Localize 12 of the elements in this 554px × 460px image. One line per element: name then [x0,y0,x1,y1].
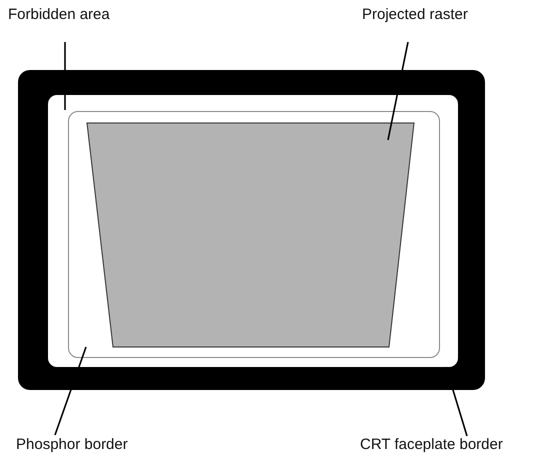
leader-line [387,42,409,140]
part-label: Phosphor border [16,436,128,454]
forbidden-area [48,95,458,367]
leader-line [54,346,87,436]
part-label: CRT faceplate border [360,436,503,454]
part-label: Projected raster [362,6,468,24]
raster-trapezoid [87,123,414,347]
phosphor-area [68,111,440,358]
part-label: Forbidden area [8,6,110,24]
faceplate-frame [18,70,485,390]
leader-line [445,366,468,436]
leader-line [64,42,66,110]
